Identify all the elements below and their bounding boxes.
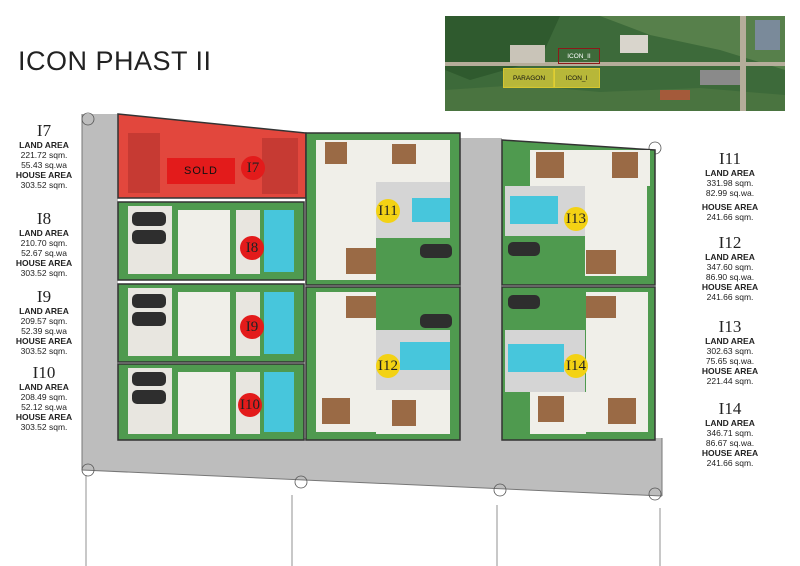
unit-id: I10 [32, 363, 56, 382]
house-area-label: HOUSE AREA [15, 258, 73, 268]
land-area-label: LAND AREA [705, 418, 755, 428]
marker-i13[interactable]: I13 [564, 207, 588, 231]
house-area-value: 303.52 sqm. [20, 422, 68, 432]
unit-info-i14: I14 LAND AREA 346.71 sqm. 86.67 sq.wa. H… [692, 399, 768, 469]
land-area-sqm: 302.63 sqm. [706, 346, 754, 356]
house-area-value: 241.66 sqm. [706, 212, 754, 222]
satellite-label-paragon: PARAGON [503, 68, 555, 88]
satellite-label-icon-ii: ICON_II [558, 48, 600, 64]
house-area-value: 303.52 sqm. [20, 180, 68, 190]
land-area-sqwa: 52.67 sq.wa [21, 248, 67, 258]
land-area-label: LAND AREA [705, 168, 755, 178]
unit-id: I8 [36, 209, 52, 228]
house-area-value: 241.66 sqm. [706, 292, 754, 302]
satellite-inset [445, 16, 785, 111]
land-area-sqwa: 75.65 sq.wa. [705, 356, 755, 366]
unit-info-i9: I9 LAND AREA 209.57 sqm. 52.39 sq.wa HOU… [10, 287, 78, 357]
page-title: ICON PHAST II [18, 46, 212, 76]
land-area-sqm: 210.70 sqm. [20, 238, 68, 248]
unit-id: I12 [718, 233, 742, 252]
unit-id: I11 [718, 149, 742, 168]
land-area-sqwa: 55.43 sq.wa [21, 160, 67, 170]
land-area-sqwa: 82.99 sq.wa. [705, 188, 755, 198]
marker-i14[interactable]: I14 [564, 354, 588, 378]
land-area-label: LAND AREA [19, 306, 69, 316]
land-area-sqwa: 52.39 sq.wa [21, 326, 67, 336]
house-area-label: HOUSE AREA [701, 202, 759, 212]
house-area-value: 303.52 sqm. [20, 268, 68, 278]
land-area-sqm: 331.98 sqm. [706, 178, 754, 188]
house-area-label: HOUSE AREA [701, 282, 759, 292]
marker-i8[interactable]: I8 [240, 236, 264, 260]
unit-info-i10: I10 LAND AREA 208.49 sqm. 52.12 sq.wa HO… [10, 363, 78, 433]
land-area-sqm: 221.72 sqm. [20, 150, 68, 160]
land-area-label: LAND AREA [19, 382, 69, 392]
sold-badge: SOLD [167, 158, 235, 184]
land-area-label: LAND AREA [19, 140, 69, 150]
road-network [81, 112, 663, 566]
unit-info-i11: I11 LAND AREA 331.98 sqm. 82.99 sq.wa. H… [692, 149, 768, 223]
land-area-sqm: 346.71 sqm. [706, 428, 754, 438]
house-area-label: HOUSE AREA [701, 448, 759, 458]
unit-id: I9 [36, 287, 52, 306]
unit-info-i13: I13 LAND AREA 302.63 sqm. 75.65 sq.wa. H… [692, 317, 768, 387]
unit-id: I7 [36, 121, 52, 140]
land-area-sqm: 208.49 sqm. [20, 392, 68, 402]
unit-info-i12: I12 LAND AREA 347.60 sqm. 86.90 sq.wa. H… [692, 233, 768, 303]
marker-i12[interactable]: I12 [376, 354, 400, 378]
land-area-sqm: 347.60 sqm. [706, 262, 754, 272]
land-area-sqm: 209.57 sqm. [20, 316, 68, 326]
unit-id: I14 [718, 399, 742, 418]
unit-id: I13 [718, 317, 742, 336]
satellite-label-icon-i: ICON_I [553, 68, 600, 88]
house-area-value: 303.52 sqm. [20, 346, 68, 356]
house-area-label: HOUSE AREA [701, 366, 759, 376]
lot-i7 [117, 113, 307, 199]
marker-i7[interactable]: I7 [241, 156, 265, 180]
house-area-value: 221.44 sqm. [706, 376, 754, 386]
marker-i11[interactable]: I11 [376, 199, 400, 223]
land-area-label: LAND AREA [705, 252, 755, 262]
unit-info-i7: I7 LAND AREA 221.72 sqm. 55.43 sq.wa HOU… [10, 121, 78, 191]
land-area-sqwa: 86.90 sq.wa. [705, 272, 755, 282]
land-area-sqwa: 52.12 sq.wa [21, 402, 67, 412]
unit-info-i8: I8 LAND AREA 210.70 sqm. 52.67 sq.wa HOU… [10, 209, 78, 279]
house-area-label: HOUSE AREA [15, 412, 73, 422]
marker-i10[interactable]: I10 [238, 393, 262, 417]
house-area-value: 241.66 sqm. [706, 458, 754, 468]
lot-i14 [501, 286, 656, 441]
land-area-label: LAND AREA [705, 336, 755, 346]
house-area-label: HOUSE AREA [15, 170, 73, 180]
house-area-label: HOUSE AREA [15, 336, 73, 346]
land-area-sqwa: 86.67 sq.wa. [705, 438, 755, 448]
marker-i9[interactable]: I9 [240, 315, 264, 339]
cars [132, 212, 540, 404]
land-area-label: LAND AREA [19, 228, 69, 238]
